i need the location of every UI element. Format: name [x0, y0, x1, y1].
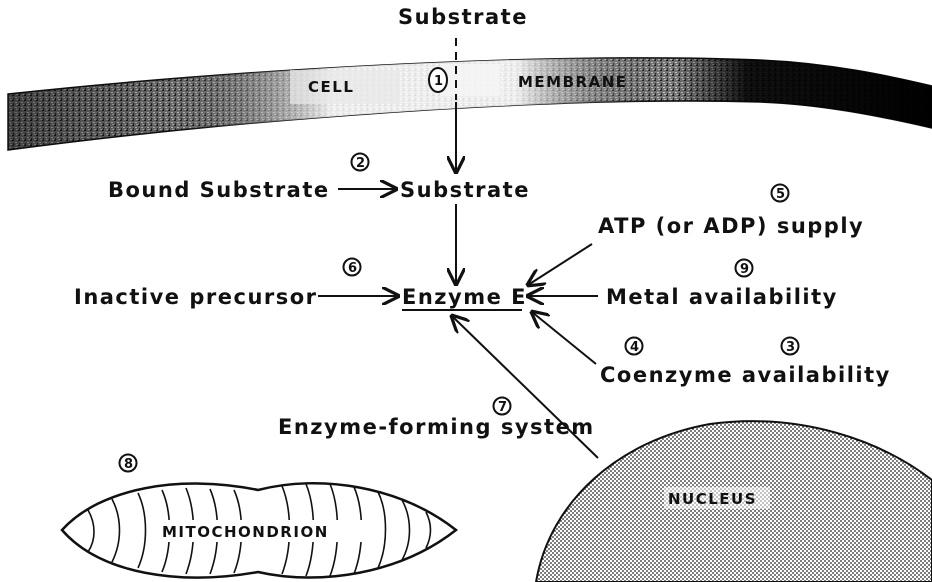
bound-substrate-label: Bound Substrate	[108, 178, 330, 202]
cell-membrane	[8, 58, 932, 150]
svg-text:6: 6	[348, 261, 357, 276]
arrow-atp-to-enzyme	[528, 244, 592, 285]
svg-text:7: 7	[498, 400, 507, 415]
svg-text:8: 8	[124, 457, 133, 472]
marker-4: 4	[626, 338, 643, 356]
marker-8: 8	[120, 455, 137, 473]
marker-1: 1	[429, 68, 447, 92]
atp-supply-label: ATP (or ADP) supply	[598, 214, 864, 238]
marker-3: 3	[782, 338, 799, 356]
substrate-top-label: Substrate	[398, 5, 528, 29]
metal-availability-label: Metal availability	[606, 285, 838, 309]
marker-2: 2	[352, 154, 369, 172]
enzyme-forming-system-label: Enzyme-forming system	[278, 415, 595, 439]
nucleus-label: NUCLEUS	[668, 490, 757, 508]
cell-label: CELL	[308, 78, 354, 96]
marker-7: 7	[494, 398, 511, 416]
marker-9: 9	[736, 260, 753, 278]
svg-text:1: 1	[434, 74, 443, 89]
membrane-label: MEMBRANE	[518, 73, 628, 91]
inactive-precursor-label: Inactive precursor	[74, 285, 318, 309]
svg-text:5: 5	[776, 187, 785, 202]
svg-text:2: 2	[356, 156, 365, 171]
svg-text:4: 4	[630, 340, 639, 355]
mitochondrion-label: MITOCHONDRION	[162, 523, 329, 541]
svg-text:3: 3	[786, 340, 795, 355]
marker-5: 5	[772, 185, 789, 203]
marker-6: 6	[344, 259, 361, 277]
substrate-mid-label: Substrate	[400, 178, 530, 202]
coenzyme-availability-label: Coenzyme availability	[600, 363, 891, 387]
svg-text:9: 9	[740, 262, 749, 277]
arrow-coenzyme-to-enzyme	[532, 312, 596, 364]
enzyme-e-label: Enzyme E	[402, 285, 527, 309]
